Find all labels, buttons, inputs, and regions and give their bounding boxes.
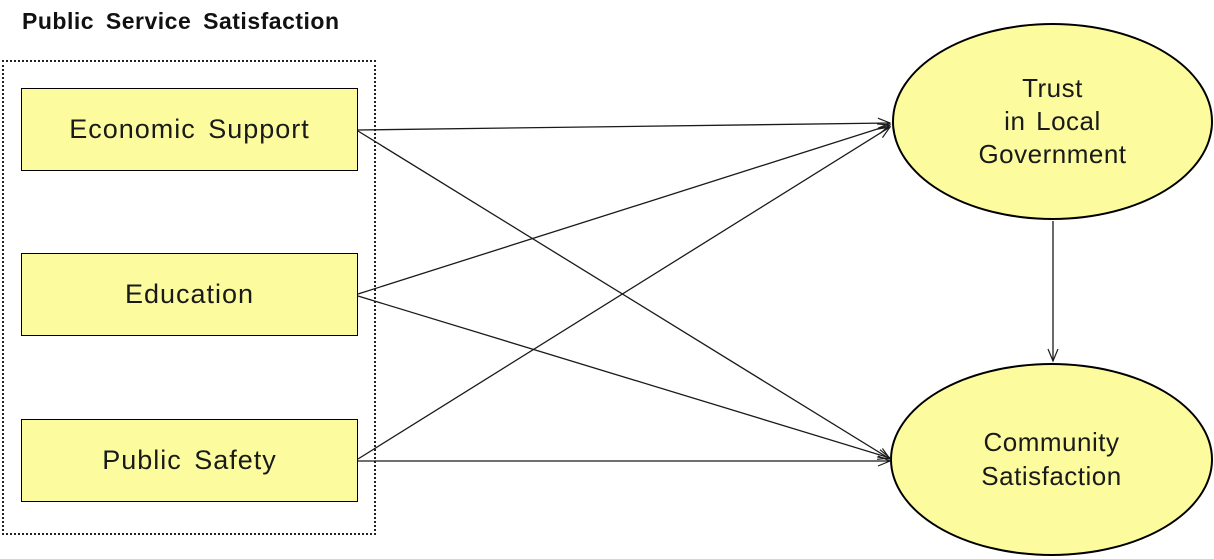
edge-economic-support-to-community-satisfaction (357, 130, 892, 460)
node-education-label: Education (124, 279, 255, 309)
node-economic-support-label: Economic Support (69, 114, 310, 144)
edge-education-to-trust-in-local-government (357, 123, 892, 295)
node-education: Education (21, 253, 358, 336)
node-trust-in-local-government-label: Trust in Local Government (978, 72, 1127, 169)
node-economic-support: Economic Support (21, 88, 358, 171)
edge-economic-support-to-trust-in-local-government (357, 117, 892, 131)
node-community-satisfaction: Community Satisfaction (890, 363, 1213, 556)
edge-education-to-community-satisfaction (357, 295, 892, 460)
diagram-title: Public Service Satisfaction (22, 8, 340, 34)
node-public-safety-label: Public Safety (102, 445, 277, 475)
edge-public-safety-to-trust-in-local-government (357, 126, 892, 460)
node-public-safety: Public Safety (21, 419, 358, 502)
node-community-satisfaction-label: Community Satisfaction (981, 427, 1122, 491)
node-trust-in-local-government: Trust in Local Government (892, 23, 1213, 220)
